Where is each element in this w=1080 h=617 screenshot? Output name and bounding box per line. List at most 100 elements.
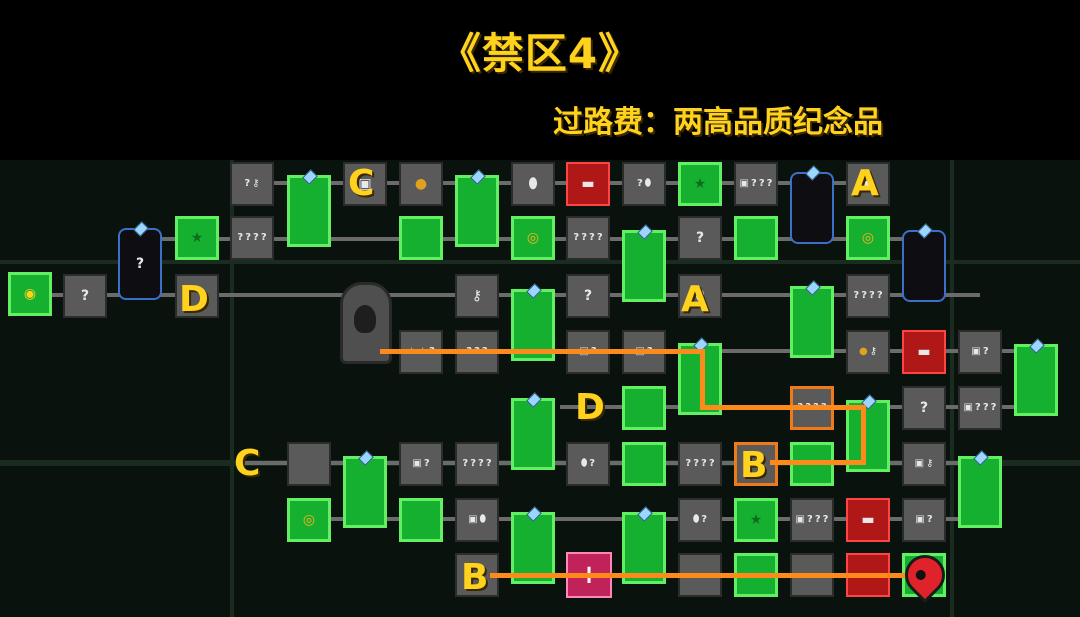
room-locked[interactable]: ? <box>118 221 162 300</box>
room-cleared[interactable] <box>622 386 666 430</box>
coin-icon: ● <box>414 176 428 192</box>
room-locked[interactable] <box>790 165 834 244</box>
room-cleared[interactable] <box>287 169 331 247</box>
room-unknown-key[interactable]: ●⚷ <box>846 330 890 374</box>
start-portal-core <box>354 305 376 333</box>
room-egg[interactable]: ⬮ <box>678 274 722 318</box>
room-cleared[interactable] <box>455 169 499 247</box>
room-unknown-multi[interactable]: ???? <box>678 442 722 486</box>
treasure-chest-icon: ▣ <box>468 514 478 525</box>
room-unknown[interactable] <box>175 274 219 318</box>
key-icon: ⚷ <box>926 458 934 469</box>
key-icon: ⚷ <box>471 288 483 304</box>
background-pipe <box>0 260 1080 264</box>
room-cleared[interactable] <box>343 450 387 528</box>
room-chest[interactable]: ▣? <box>902 498 946 542</box>
room-chest-egg[interactable]: ▣⬮ <box>455 498 499 542</box>
room-cleared[interactable] <box>511 506 555 584</box>
marker-a-mid: A <box>681 279 709 320</box>
room-cleared[interactable] <box>622 224 666 302</box>
room-cleared[interactable]: ★ <box>734 498 778 542</box>
portal-icon: ◎ <box>526 230 540 246</box>
room-chest[interactable]: ▣ <box>343 162 387 206</box>
route-line <box>861 405 866 465</box>
star-icon: ★ <box>190 230 204 246</box>
room-chest-key[interactable]: ▣⚷ <box>902 442 946 486</box>
coin-icon: ● <box>858 346 868 357</box>
treasure-chest-icon: ▣ <box>358 176 372 192</box>
room-coin[interactable]: ● <box>399 162 443 206</box>
room-unknown-multi[interactable]: ???? <box>846 274 890 318</box>
room-cleared[interactable] <box>622 442 666 486</box>
route-line <box>700 349 705 409</box>
room-empty[interactable] <box>287 442 331 486</box>
room-key[interactable]: ⚷ <box>455 274 499 318</box>
egg-icon: ⬮ <box>479 514 486 525</box>
treasure-chest-icon: ▣ <box>739 178 749 189</box>
map-path <box>240 181 890 185</box>
map-path <box>40 293 980 297</box>
route-line <box>380 349 702 354</box>
room-unknown-multi[interactable]: ???? <box>230 216 274 260</box>
marker-d-left: D <box>179 279 209 320</box>
room-cleared[interactable] <box>1014 338 1058 416</box>
marker-b-right: B <box>740 445 768 486</box>
treasure-chest-icon: ▣ <box>795 514 805 525</box>
egg-icon: ⬮ <box>580 458 588 469</box>
room-cleared[interactable] <box>790 280 834 358</box>
room-weapon[interactable]: ▬ <box>846 498 890 542</box>
room-unknown[interactable]: ? <box>678 216 722 260</box>
egg-icon: ⬮ <box>644 178 652 189</box>
marker-c-left: C <box>234 443 261 484</box>
room-cleared[interactable] <box>622 506 666 584</box>
room-unknown-multi[interactable]: ▣??? <box>734 162 778 206</box>
room-egg[interactable]: ⬮? <box>678 498 722 542</box>
treasure-chest-icon: ▣ <box>914 458 925 469</box>
route-line <box>700 405 865 410</box>
room-portal[interactable]: ◎ <box>511 216 555 260</box>
room-egg[interactable]: ⬮ <box>511 162 555 206</box>
weapon-icon: ▬ <box>917 344 931 360</box>
room-chest[interactable]: ▣? <box>399 442 443 486</box>
room-cleared[interactable] <box>734 216 778 260</box>
room-eye-entrance[interactable]: ◉ <box>8 272 52 316</box>
room-cleared[interactable]: ★ <box>175 216 219 260</box>
room-cleared[interactable] <box>958 450 1002 528</box>
background-pipe <box>950 160 954 617</box>
marker-c-top: C <box>348 163 375 204</box>
room-unknown[interactable]: ? <box>902 386 946 430</box>
weapon-icon: ▬ <box>581 176 595 192</box>
room-unknown[interactable]: ? <box>63 274 107 318</box>
portal-icon: ◎ <box>861 230 875 246</box>
room-cleared[interactable] <box>511 392 555 470</box>
room-locked[interactable] <box>902 223 946 302</box>
room-egg[interactable]: ⬮? <box>566 442 610 486</box>
star-icon: ★ <box>749 512 763 528</box>
marker-a-top: A <box>851 163 879 204</box>
room-unknown[interactable]: ? <box>566 274 610 318</box>
egg-icon: ⬮ <box>528 176 538 192</box>
treasure-chest-icon: ▣ <box>915 514 925 525</box>
room-cleared[interactable] <box>399 216 443 260</box>
room-chest[interactable]: ▣ <box>846 162 890 206</box>
room-unknown-key[interactable]: ?⚷ <box>230 162 274 206</box>
room-unknown-multi[interactable]: ???? <box>455 442 499 486</box>
room-portal[interactable]: ◎ <box>287 498 331 542</box>
room-unknown-multi[interactable]: ▣??? <box>790 498 834 542</box>
room-cleared[interactable] <box>399 498 443 542</box>
room-portal[interactable]: ◎ <box>846 216 890 260</box>
marker-b-bottom: B <box>461 557 489 598</box>
weapon-icon: ▬ <box>861 512 875 528</box>
room-weapon[interactable]: ▬ <box>566 162 610 206</box>
room-cleared[interactable]: ★ <box>678 162 722 206</box>
treasure-chest-icon: ▣ <box>861 176 875 192</box>
room-chest[interactable]: ▣? <box>958 330 1002 374</box>
star-icon: ★ <box>693 176 707 192</box>
room-unknown-multi[interactable]: ▣??? <box>958 386 1002 430</box>
key-icon: ⚷ <box>252 178 260 189</box>
treasure-chest-icon: ▣ <box>412 458 422 469</box>
room-unknown-egg[interactable]: ?⬮ <box>622 162 666 206</box>
toll-fee-text: 过路费：两高品质纪念品 <box>553 105 883 140</box>
room-weapon[interactable]: ▬ <box>902 330 946 374</box>
room-unknown-multi[interactable]: ???? <box>566 216 610 260</box>
